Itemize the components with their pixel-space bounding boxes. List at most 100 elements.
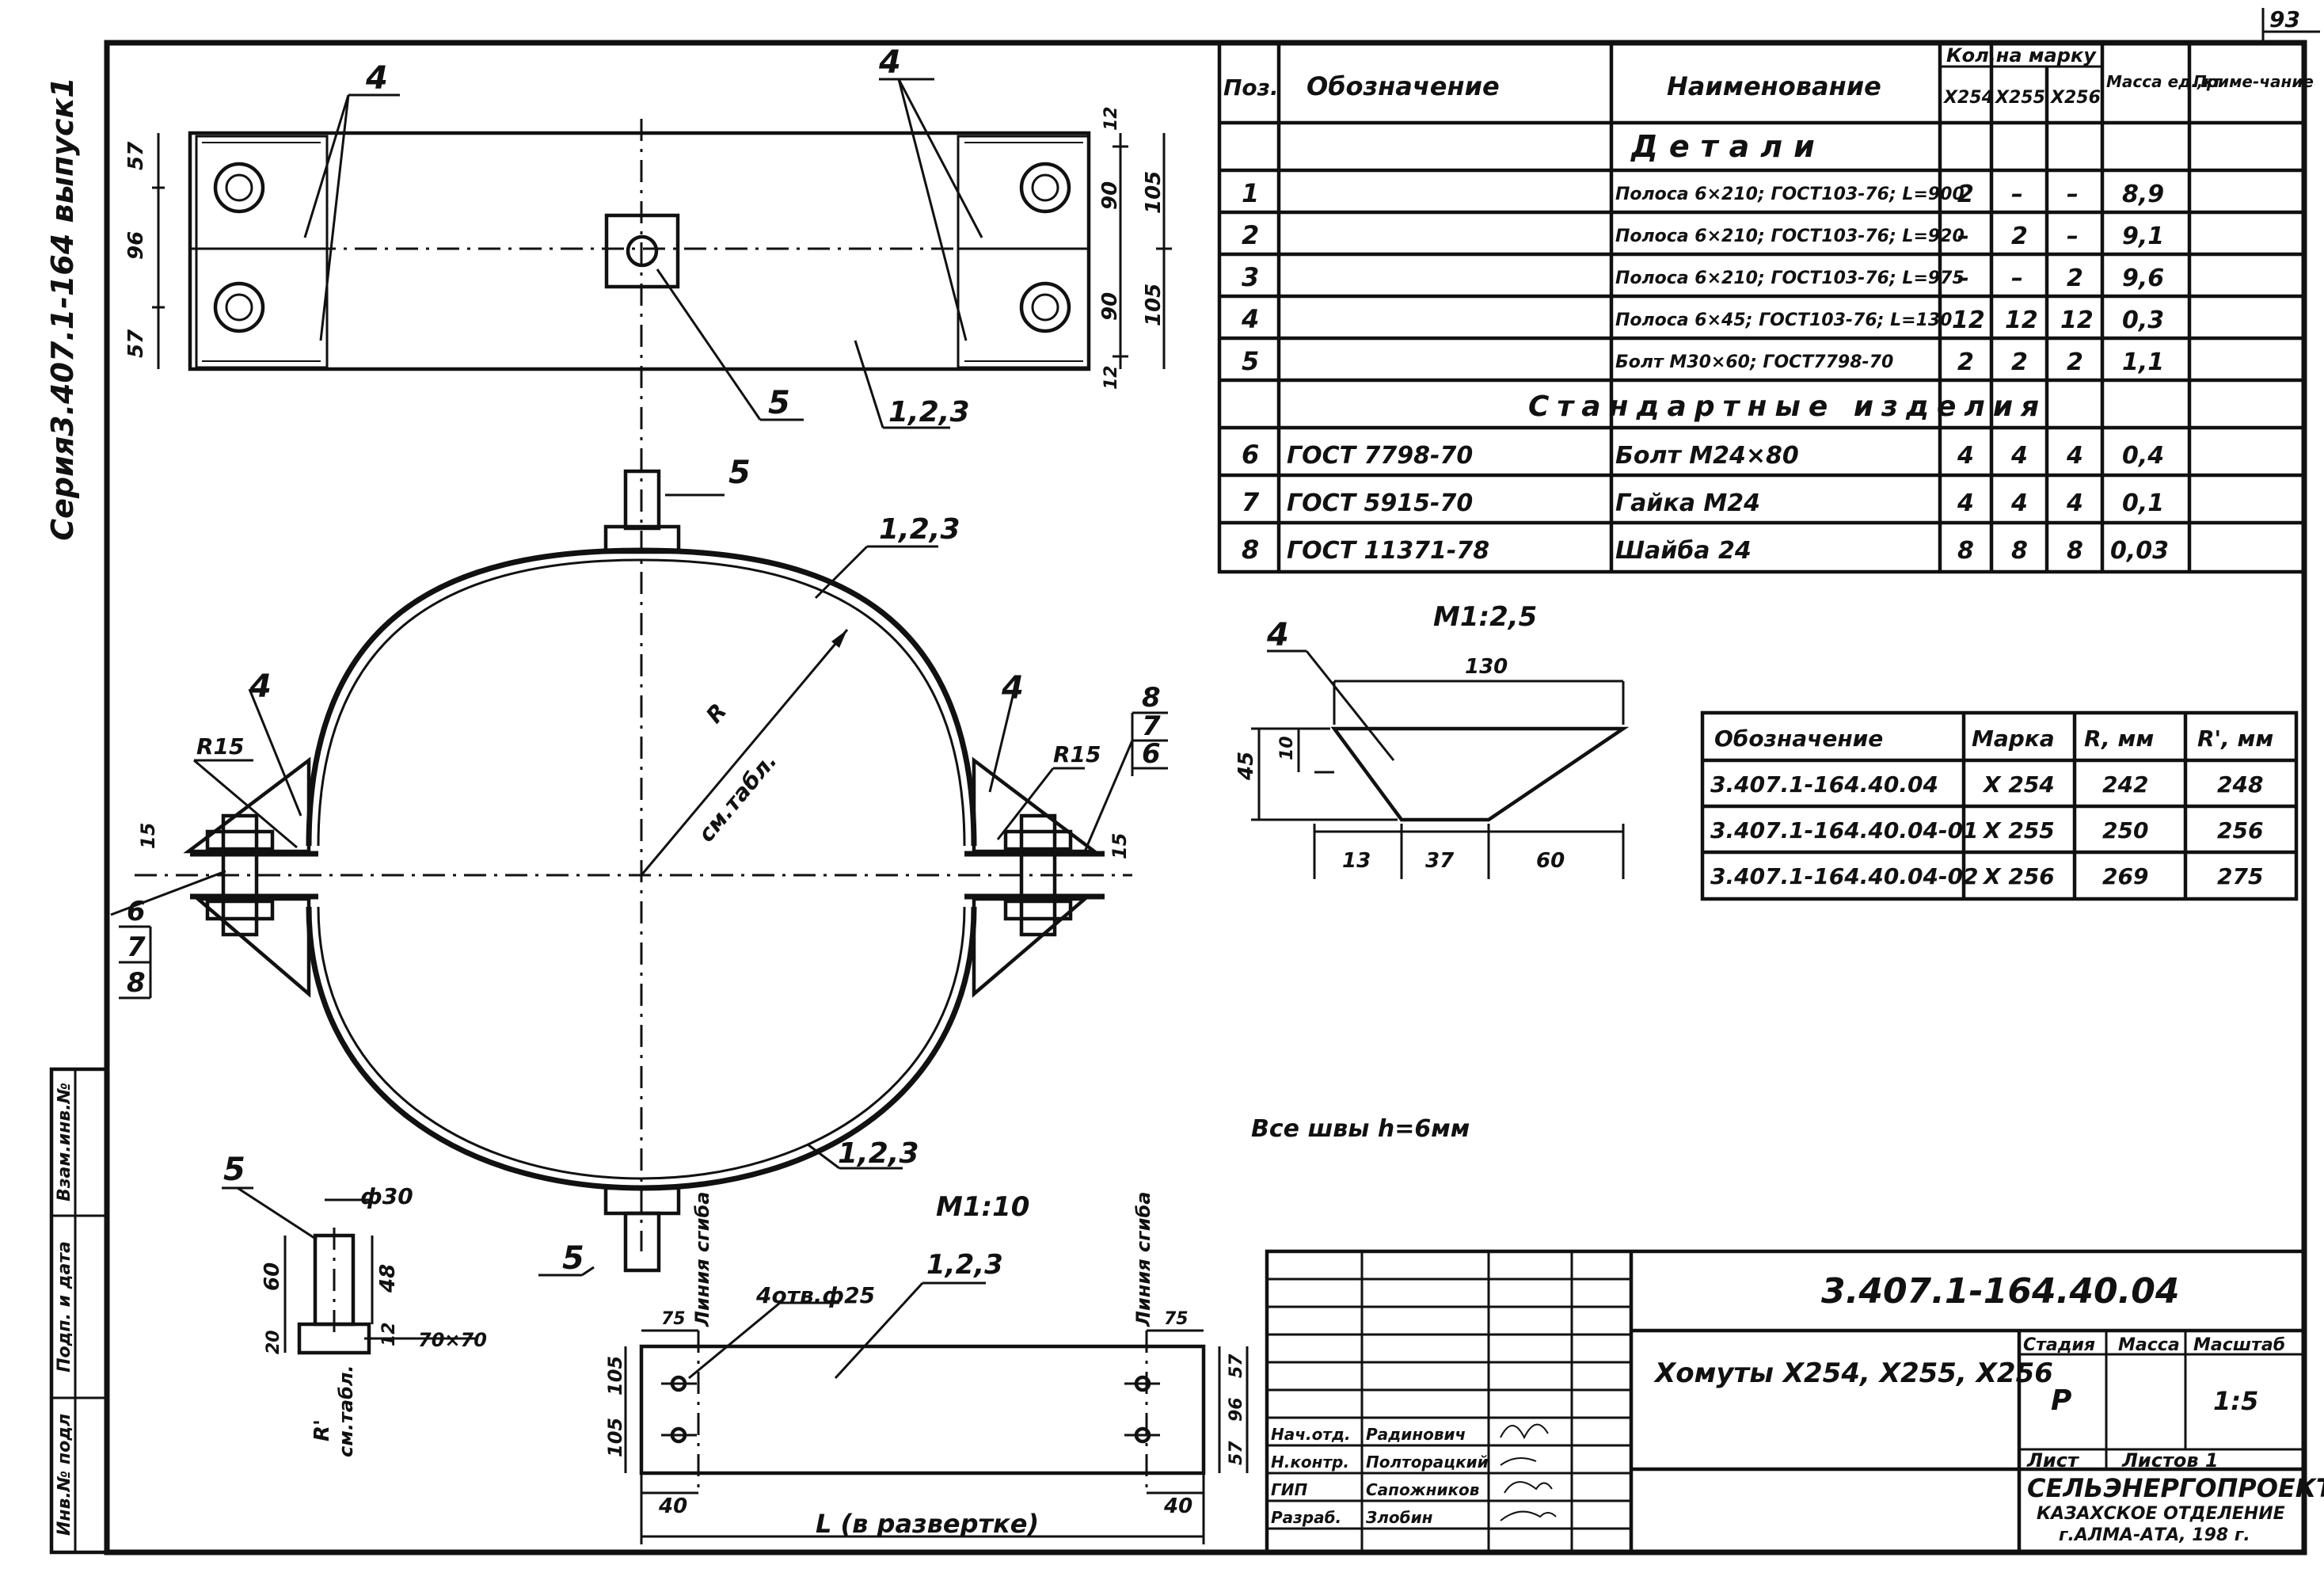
marks-row: 3.407.1-164.40.04-02 Х 256 269 275 xyxy=(1710,863,2263,889)
spec-r5-name: Болт М30×60; ГОСТ7798-70 xyxy=(1615,352,1893,372)
clamp-ref5-bottom: 5 xyxy=(562,1240,584,1277)
bolt5-dim-12: 12 xyxy=(379,1322,399,1346)
spec-r6-name: Болт М24×80 xyxy=(1615,442,1799,470)
series-label: Серия3.407.1-164 выпуск1 xyxy=(45,77,80,540)
spec-section-details: Детали xyxy=(1630,129,1826,164)
clamp-ref123-bottom: 1,2,3 xyxy=(838,1137,919,1170)
spec-r5-pos: 5 xyxy=(1242,346,1259,376)
marks-r1-r-prime: 248 xyxy=(2217,771,2263,798)
clamp-ref7-left: 7 xyxy=(127,931,146,963)
strip-dim-75-left: 75 xyxy=(661,1309,686,1329)
spec-h-mass: Масса ед.,кг xyxy=(2106,72,2223,91)
marks-h-r-prime: R', мм xyxy=(2197,725,2273,752)
spec-r2-q3: – xyxy=(2067,223,2079,250)
left-stamp xyxy=(49,1067,109,1555)
tb-org1: СЕЛЬЭНЕРГОПРОЕКТ xyxy=(2027,1473,2324,1503)
tb-sheets-label: Листов 1 xyxy=(2121,1449,2219,1472)
spec-r6-designation: ГОСТ 7798-70 xyxy=(1287,442,1473,470)
tb-title: Хомуты Х254, Х255, Х256 xyxy=(1653,1357,2053,1389)
top-plan-view xyxy=(152,78,1172,1251)
plan-dim-12b: 12 xyxy=(1101,365,1121,390)
sheet-frame xyxy=(104,8,2320,1555)
spec-row: 5 Болт М30×60; ГОСТ7798-70 2 2 2 1,1 xyxy=(1242,346,2164,376)
tb-name-4: Злобин xyxy=(1365,1508,1433,1527)
clamp-ref8-right: 8 xyxy=(1142,682,1161,714)
spec-row: 3 Полоса 6×210; ГОСТ103-76; L=975 – – 2 … xyxy=(1242,262,2164,292)
spec-r8-pos: 8 xyxy=(1242,535,1259,565)
plan-dim-105b: 105 xyxy=(1142,284,1166,326)
clamp-dim-15-right: 15 xyxy=(1109,833,1131,859)
detail4-ref: 4 xyxy=(1266,617,1289,653)
spec-row: 6 ГОСТ 7798-70 Болт М24×80 4 4 4 0,4 xyxy=(1242,440,2164,470)
strip-dim-96: 96 xyxy=(1227,1397,1246,1422)
plan-dim-57b: 57 xyxy=(124,329,148,358)
marks-r1-mark: Х 254 xyxy=(1982,771,2055,798)
stamp-sign-date: Подп. и дата xyxy=(55,1241,74,1373)
marks-r3-r: 269 xyxy=(2102,863,2148,889)
spec-r3-q1: – xyxy=(1957,265,1969,292)
strip-holes: 4отв.ф25 xyxy=(755,1282,875,1308)
marks-r2-designation: 3.407.1-164.40.04-01 xyxy=(1710,817,1979,843)
clamp-ref5-top: 5 xyxy=(728,455,751,491)
clamp-dim-15-left: 15 xyxy=(137,823,159,849)
strip-dim-105b: 105 xyxy=(604,1418,626,1457)
spec-r2-q2: 2 xyxy=(2011,223,2028,250)
detail4-dim-45: 45 xyxy=(1234,752,1258,781)
strip-dim-40-right: 40 xyxy=(1163,1495,1192,1518)
tb-role-3: ГИП xyxy=(1271,1480,1307,1499)
bolt5-r-prime: R' xyxy=(310,1419,334,1441)
spec-r4-pos: 4 xyxy=(1241,304,1259,334)
spec-r1-mass: 8,9 xyxy=(2122,181,2164,208)
spec-r4-q3: 12 xyxy=(2060,307,2094,334)
marks-r1-designation: 3.407.1-164.40.04 xyxy=(1710,771,1938,798)
spec-r8-mass: 0,03 xyxy=(2110,537,2169,565)
bolt5-d30: ф30 xyxy=(360,1183,413,1209)
spec-r6-q3: 4 xyxy=(2066,442,2083,470)
plan-dim-57a: 57 xyxy=(124,141,148,170)
plan-ref4-left: 4 xyxy=(365,60,388,97)
spec-h-pos: Поз. xyxy=(1223,74,1279,101)
spec-r8-designation: ГОСТ 11371-78 xyxy=(1287,537,1489,565)
plan-ref4-right: 4 xyxy=(878,44,901,81)
marks-r3-mark: Х 256 xyxy=(1982,863,2055,889)
spec-r2-pos: 2 xyxy=(1242,220,1259,250)
tb-role-4: Разраб. xyxy=(1271,1508,1341,1527)
bolt5-dim-48: 48 xyxy=(376,1264,400,1293)
clamp-r15-right: R15 xyxy=(1053,741,1101,767)
tb-role-1: Нач.отд. xyxy=(1271,1425,1351,1444)
detail4-dim-37: 37 xyxy=(1425,849,1455,873)
marks-r3-r-prime: 275 xyxy=(2217,863,2263,889)
detail4-dim-13: 13 xyxy=(1342,849,1371,873)
spec-r4-mass: 0,3 xyxy=(2122,307,2164,334)
spec-h-q1: Х254 xyxy=(1942,88,1994,108)
spec-row: 8 ГОСТ 11371-78 Шайба 24 8 8 8 0,03 xyxy=(1242,535,2169,565)
tb-name-1: Радинович xyxy=(1366,1425,1466,1444)
clamp-elevation xyxy=(110,469,1168,1277)
spec-r5-q2: 2 xyxy=(2011,348,2028,376)
spec-row: 2 Полоса 6×210; ГОСТ103-76; L=920 – 2 – … xyxy=(1242,220,2164,250)
detail4-part xyxy=(1251,649,1630,879)
clamp-ref4-left: 4 xyxy=(249,668,272,705)
spec-h-note: Приме-чание xyxy=(2193,72,2314,91)
spec-r1-q3: – xyxy=(2067,181,2079,208)
spec-h-designation: Обозначение xyxy=(1307,71,1500,101)
spec-r6-pos: 6 xyxy=(1242,440,1259,470)
tb-scale-label: Масштаб xyxy=(2193,1335,2285,1355)
marks-h-designation: Обозначение xyxy=(1714,725,1883,752)
tb-org2: КАЗАХСКОЕ ОТДЕЛЕНИЕ xyxy=(2037,1504,2285,1524)
strip-dim-75-right: 75 xyxy=(1164,1309,1189,1329)
plan-dim-90a: 90 xyxy=(1098,181,1122,210)
strip-dim-57b: 57 xyxy=(1227,1441,1246,1465)
spec-r6-q2: 4 xyxy=(2010,442,2028,470)
spec-r7-q2: 4 xyxy=(2010,489,2028,517)
clamp-ref8-left: 8 xyxy=(127,967,146,999)
bolt5-dim-60: 60 xyxy=(261,1262,284,1291)
plan-dim-105a: 105 xyxy=(1142,171,1166,214)
page-number: 93 xyxy=(2269,6,2300,32)
spec-r5-mass: 1,1 xyxy=(2122,348,2164,376)
spec-r3-pos: 3 xyxy=(1242,262,1259,292)
tb-org3: г.АЛМА-АТА, 198 г. xyxy=(2059,1525,2250,1545)
spec-r4-q2: 12 xyxy=(2005,307,2038,334)
